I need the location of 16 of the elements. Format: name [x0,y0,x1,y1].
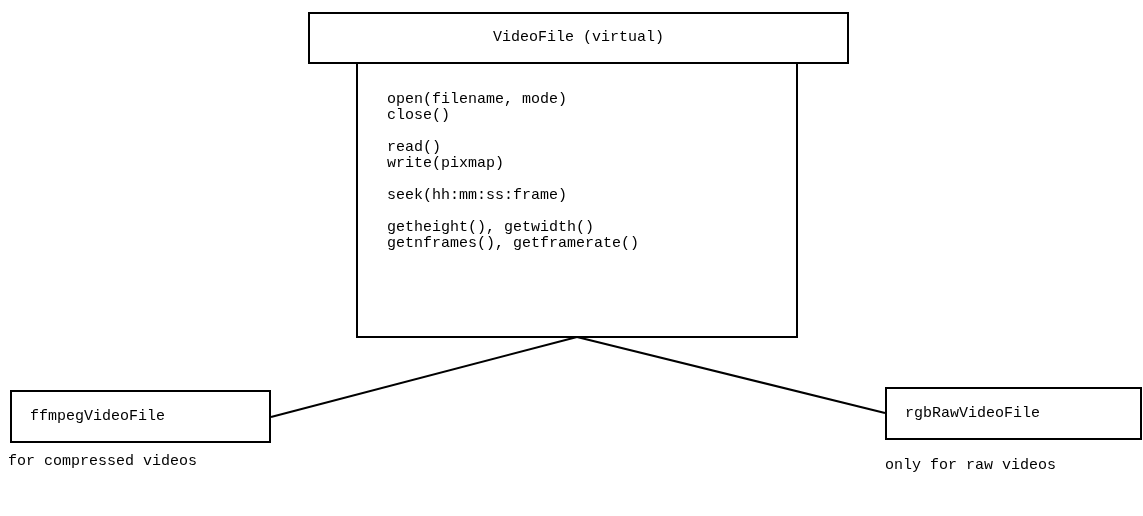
class-box [10,390,271,443]
class-box [885,387,1142,440]
class-note: for compressed videos [8,454,198,470]
method-signature: write(pixmap) [387,156,505,172]
method-signature: getnframes(), getframerate() [387,236,640,252]
class-name: VideoFile (virtual) [492,30,665,46]
class-name: ffmpegVideoFile [30,409,167,425]
method-signature: close() [387,108,450,124]
method-signature: seek(hh:mm:ss:frame) [387,188,568,204]
method-signature: read() [387,140,441,156]
method-signature: open(filename, mode) [387,92,568,108]
method-list-box [356,62,798,338]
method-signature: getheight(), getwidth() [387,220,595,236]
class-note: only for raw videos [885,458,1057,474]
class-box [308,12,849,64]
class-name: rgbRawVideoFile [905,406,1042,422]
